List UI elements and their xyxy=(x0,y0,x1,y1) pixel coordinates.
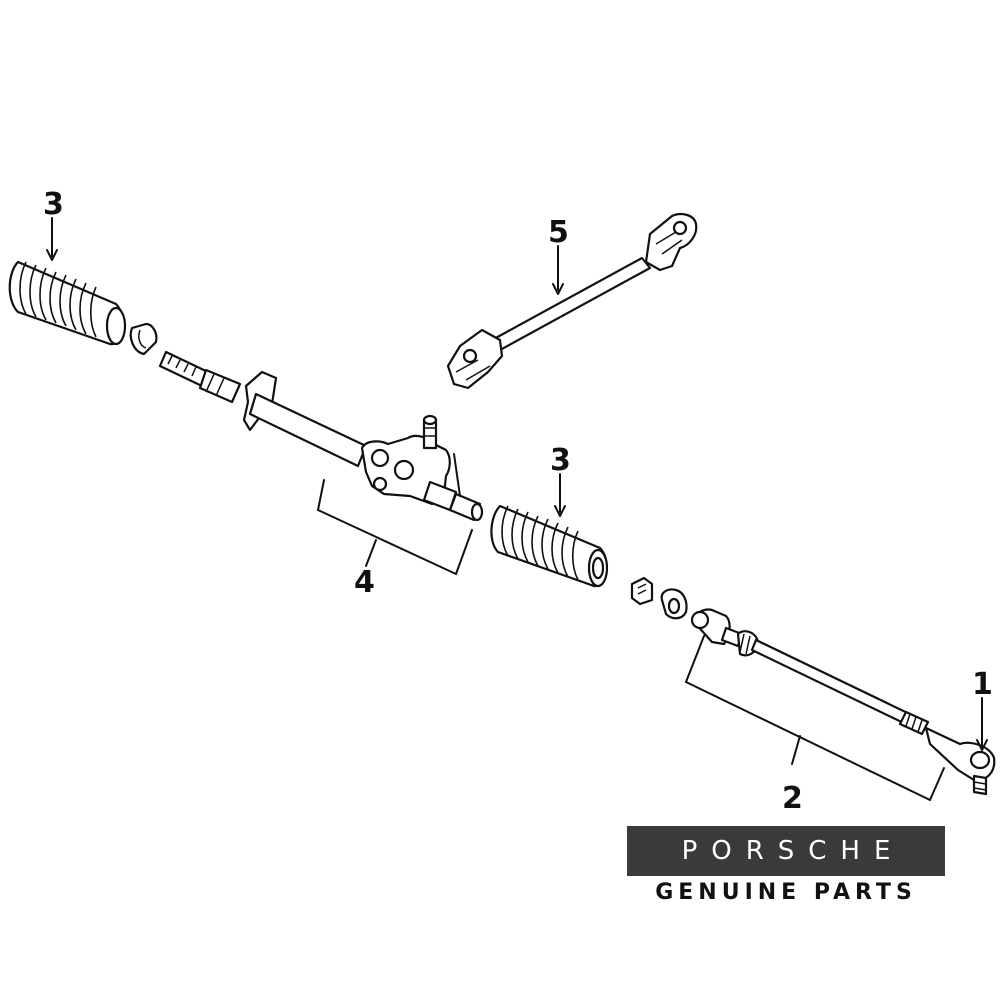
genuine-parts-tagline: GENUINE PARTS xyxy=(655,880,917,905)
callout-label-tie-rod-end: 1 xyxy=(972,667,993,702)
callout-label-tie-rod-assembly: 2 xyxy=(782,781,803,816)
porsche-logo: PORSCHE xyxy=(627,826,945,876)
rack-and-pinion xyxy=(158,350,484,522)
callout-label-boot-right: 3 xyxy=(550,443,571,478)
callout-label-boot-left: 3 xyxy=(43,187,64,222)
clamp-ring-right xyxy=(630,576,654,606)
lock-nut xyxy=(660,588,688,620)
porsche-logo-text: PORSCHE xyxy=(681,836,905,866)
tie-rod-assembly xyxy=(690,608,930,736)
callout-label-rack-and-pinion: 4 xyxy=(354,565,375,600)
tie-rod-end xyxy=(924,726,996,796)
boot-right xyxy=(490,504,609,588)
intermediate-shaft xyxy=(446,213,698,390)
callout-label-intermediate-shaft: 5 xyxy=(548,215,569,250)
clamp-ring-left xyxy=(129,322,158,356)
boot-left xyxy=(8,260,127,346)
